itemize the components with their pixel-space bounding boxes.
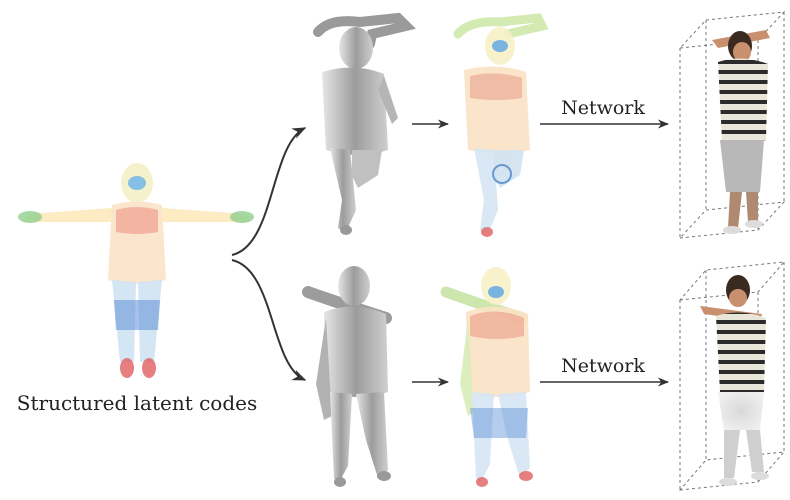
mesh-pose-top (318, 18, 406, 235)
network-label-top: Network (561, 97, 645, 119)
curved-arrow-top (232, 128, 305, 255)
rendered-person-top (680, 12, 784, 238)
mesh-pose-bottom (308, 266, 391, 487)
latent-codes-caption: Structured latent codes (17, 391, 257, 415)
point-cloud-pose-top (458, 18, 542, 237)
point-cloud-pose-bottom (446, 267, 533, 487)
curved-arrow-bottom (232, 260, 305, 380)
network-label-bottom: Network (561, 355, 645, 377)
rendered-person-bottom (680, 262, 784, 490)
tpose-point-cloud (18, 163, 254, 378)
